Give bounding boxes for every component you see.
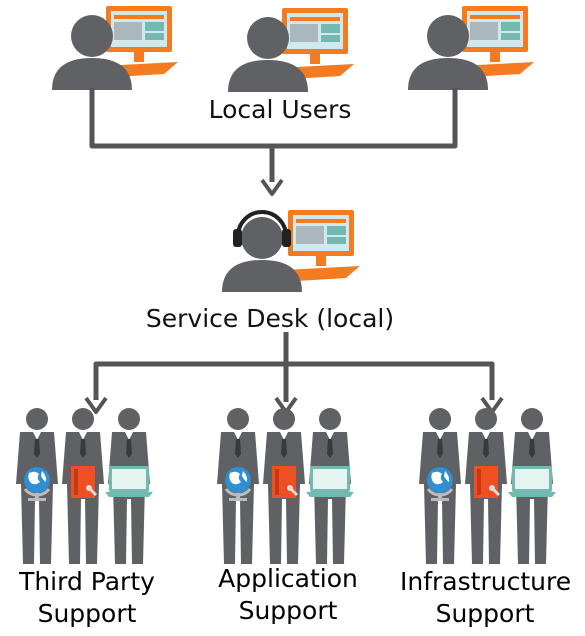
user-at-computer-icon [228, 8, 354, 92]
support-staff-icon [419, 408, 556, 564]
service-desk-label: Service Desk (local) [145, 304, 395, 333]
group-label-line2: Support [435, 599, 535, 628]
support-staff-icon [217, 408, 354, 564]
application-support-label: Application Support [203, 563, 373, 627]
group-label-line1: Application [218, 564, 358, 593]
local-users-label: Local Users [208, 95, 352, 124]
user-at-computer-icon [408, 6, 534, 90]
support-staff-icon [16, 408, 153, 564]
support-group-application [217, 408, 354, 564]
third-party-support-label: Third Party Support [2, 566, 172, 630]
support-group-infrastructure [419, 408, 556, 564]
connector-desk-to-groups [84, 332, 504, 414]
service-desk-agent [222, 210, 360, 292]
support-group-third-party [16, 408, 153, 564]
group-label-line2: Support [238, 596, 338, 625]
user-at-computer-icon [52, 6, 178, 90]
infrastructure-support-label: Infrastructure Support [400, 566, 572, 630]
headset-agent-icon [222, 210, 360, 292]
connector-users-to-desk [89, 88, 458, 196]
local-user-1 [52, 6, 178, 90]
group-label-line1: Third Party [19, 567, 155, 596]
group-label-line2: Support [37, 599, 137, 628]
group-label-line1: Infrastructure [400, 567, 572, 596]
local-user-3 [408, 6, 534, 90]
local-user-2 [228, 8, 354, 92]
